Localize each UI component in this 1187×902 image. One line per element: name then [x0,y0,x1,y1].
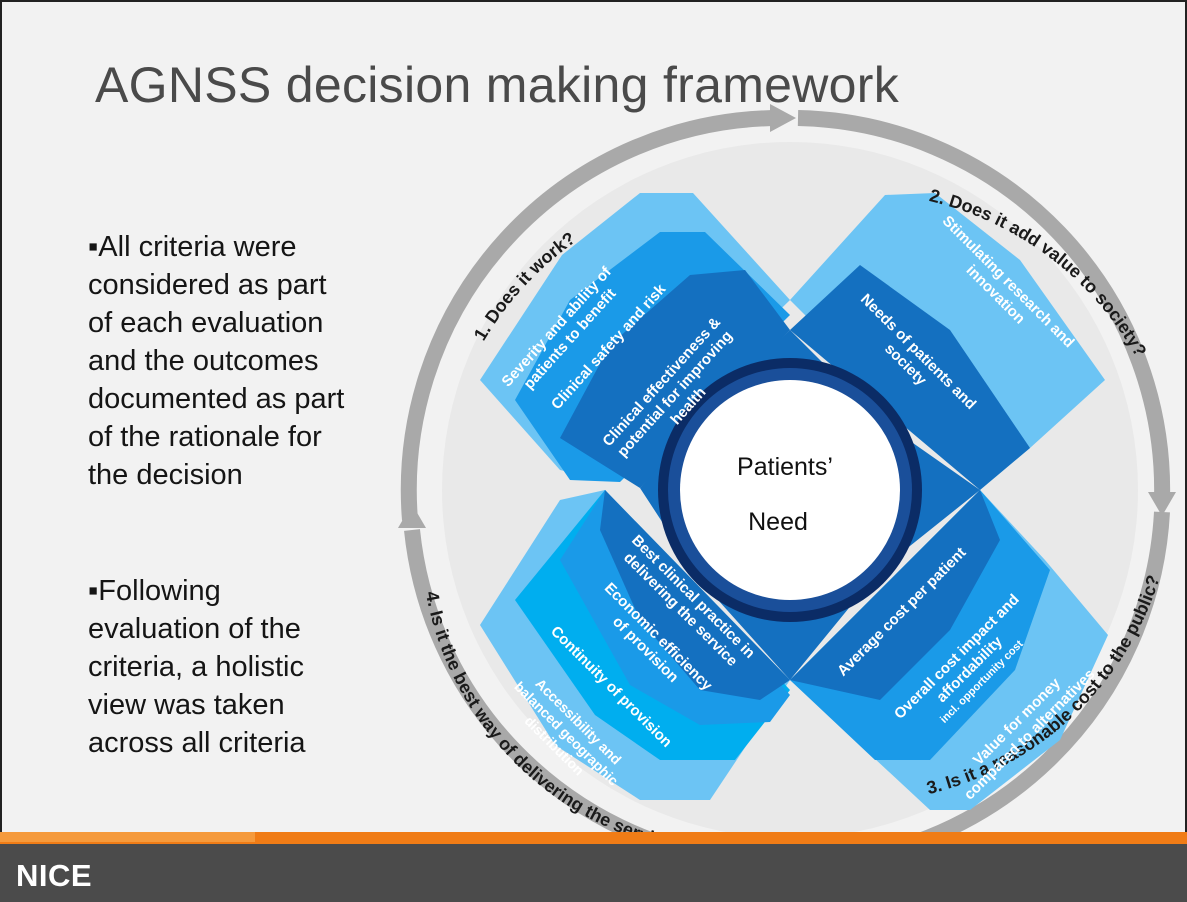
quadrant-bl-dark [600,490,790,700]
footer-bar [0,838,1187,902]
bullet-line: evaluation of the [88,613,301,645]
bullet-line: of each evaluation [88,307,324,339]
page-title: AGNSS decision making framework [95,57,900,113]
center-circle [680,380,900,600]
bullet-line: considered as part [88,269,327,301]
nice-logo: NICE [16,858,93,893]
bullet-line: and the outcomes [88,345,319,377]
bullet-line: ▪All criteria were [88,231,297,263]
bullet-line: across all criteria [88,727,306,759]
footer-accent-left [0,832,255,842]
arrowhead-q2 [1148,492,1176,516]
bullet-criteria-considered: ▪All criteria were considered as part of… [88,228,344,494]
quadrant-br-dark [790,490,1000,700]
ring-arrow-q1 [400,110,779,521]
quadrant-tl [480,193,790,488]
bullet-line: view was taken [88,689,285,721]
bullet-holistic-view: ▪Following evaluation of the criteria, a… [88,572,306,762]
quadrant-bl [480,490,790,800]
center-label-line2: Need [748,508,808,536]
bullet-line: of the rationale for [88,421,322,453]
footer-accent-bar [0,832,1187,844]
ring-arrow-q2 [797,110,1171,501]
quadrant-tl-dark [560,270,790,488]
bullet-line: criteria, a holistic [88,651,304,683]
bullet-line: documented as part [88,383,345,415]
quadrant-tr-dark [790,265,1030,490]
bullet-line: ▪Following [88,575,221,607]
arrowhead-q1 [770,104,796,132]
quadrant-br [790,490,1108,810]
arrowhead-q4 [398,504,426,528]
quadrant-tr [790,193,1105,490]
bullet-line: the decision [88,459,243,491]
center-label-line1: Patients’ [737,453,833,481]
